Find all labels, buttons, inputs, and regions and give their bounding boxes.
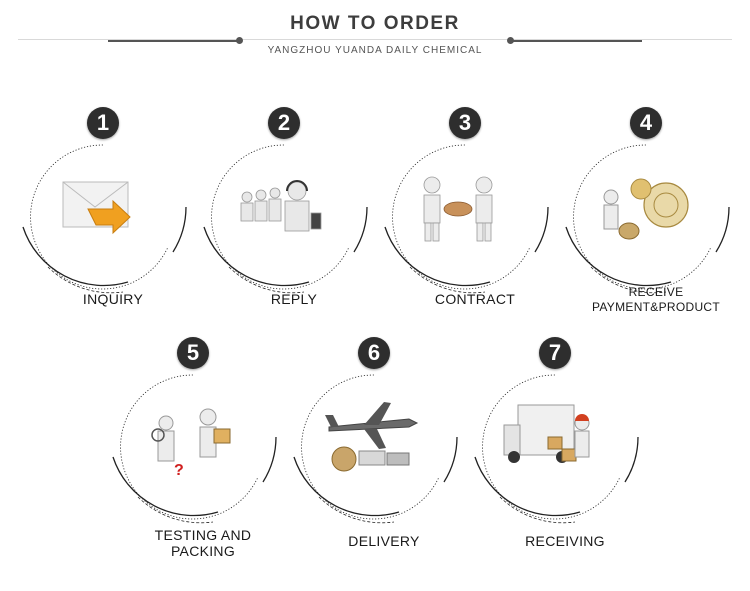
dotted-ring xyxy=(565,144,730,294)
dotted-ring xyxy=(293,374,458,524)
step-label-line1: TESTING AND xyxy=(154,527,252,543)
page-title: HOW TO ORDER xyxy=(290,13,460,34)
step-receiving: 7 RECEIVING xyxy=(470,337,660,577)
header-decor-left xyxy=(108,40,238,42)
airplane-icon xyxy=(325,402,419,472)
step-label: REPLY xyxy=(270,291,318,307)
step-reply: 2 REPLY xyxy=(199,107,389,347)
step-number-badge: 5 xyxy=(177,337,209,369)
step-label: TESTING AND PACKING xyxy=(83,527,323,559)
payment-icon xyxy=(603,178,689,240)
dotted-ring xyxy=(203,144,368,294)
step-label: RECEIVE PAYMENT&PRODUCT xyxy=(536,285,750,315)
step-label-line2: PACKING xyxy=(170,543,236,559)
header-rule xyxy=(18,39,732,40)
envelope-icon xyxy=(62,181,131,235)
header-decor-right xyxy=(512,40,642,42)
step-number-badge: 3 xyxy=(449,107,481,139)
step-number-badge: 1 xyxy=(87,107,119,139)
step-number-badge: 6 xyxy=(358,337,390,369)
step-contract: 3 CONTRACT xyxy=(380,107,570,347)
testing-icon: ? xyxy=(151,408,231,479)
step-number-badge: 7 xyxy=(539,337,571,369)
step-label-line2: PAYMENT&PRODUCT xyxy=(591,300,721,314)
dotted-ring xyxy=(384,144,549,294)
step-label: CONTRACT xyxy=(434,291,516,307)
handshake-icon xyxy=(423,176,493,242)
step-label: DELIVERY xyxy=(348,533,420,549)
step-label: INQUIRY xyxy=(82,291,144,307)
dotted-ring xyxy=(22,144,187,294)
dotted-ring: ? xyxy=(112,374,277,524)
svg-text:?: ? xyxy=(174,462,184,479)
header-decor-dot-right xyxy=(507,37,514,44)
step-inquiry: 1 INQUIRY xyxy=(18,107,208,347)
page-subtitle: YANGZHOU YUANDA DAILY CHEMICAL xyxy=(267,45,483,56)
header-decor-dot-left xyxy=(236,37,243,44)
step-number-badge: 2 xyxy=(268,107,300,139)
step-testing-packing: 5 ? TESTING AND PACKING xyxy=(108,337,298,577)
step-label-line1: RECEIVE xyxy=(628,285,684,299)
step-delivery: 6 DELIVERY xyxy=(289,337,479,577)
step-number-badge: 4 xyxy=(630,107,662,139)
truck-icon xyxy=(503,404,590,463)
call-center-icon xyxy=(240,180,322,232)
dotted-ring xyxy=(474,374,639,524)
step-receive-payment: 4 RECEIVE PAYMENT&PRODUCT xyxy=(561,107,750,347)
step-label: RECEIVING xyxy=(525,533,605,549)
